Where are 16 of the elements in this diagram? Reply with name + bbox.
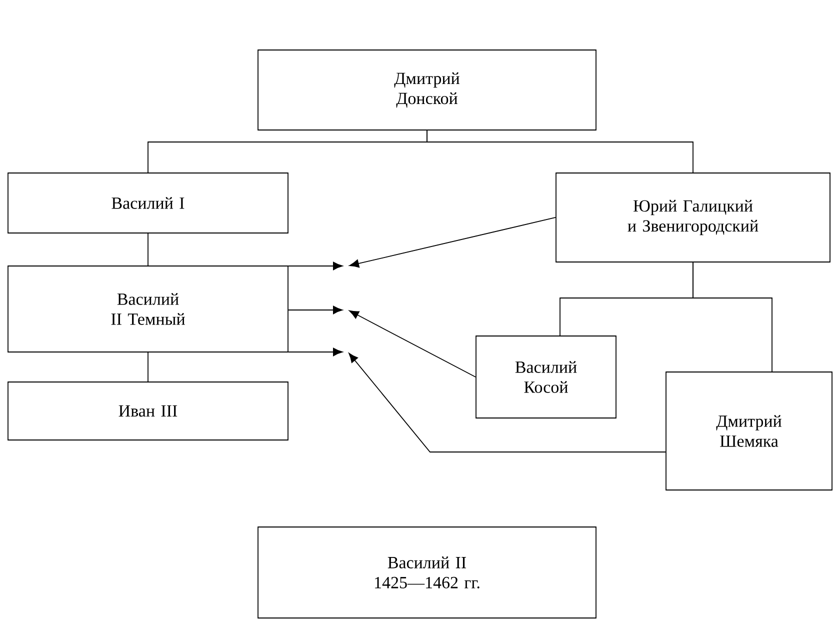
name-box: Дмитрий Шемяка <box>666 372 832 490</box>
name-box: Василий II Темный <box>8 266 288 352</box>
connector-line <box>426 130 694 174</box>
arrow <box>288 262 343 270</box>
name-box: Иван III <box>8 382 288 440</box>
name-box: Василий Косой <box>476 336 616 418</box>
arrow <box>349 310 476 378</box>
arrow <box>349 217 556 268</box>
connector-line <box>692 262 772 372</box>
arrow <box>288 348 343 356</box>
name-box: Василий I <box>8 172 288 234</box>
arrow <box>288 306 343 314</box>
name-box: Василий II 1425—1462 гг. <box>258 526 596 618</box>
arrow <box>348 352 666 452</box>
name-box: Дмитрий Донской <box>258 50 596 130</box>
name-box: Юрий Галицкий и Звенигородский <box>556 172 830 262</box>
